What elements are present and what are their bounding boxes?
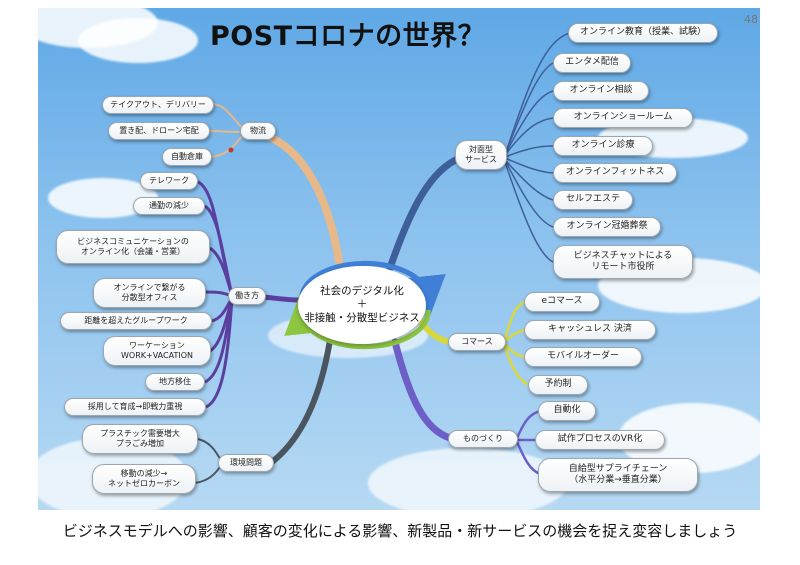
twig: [502, 343, 531, 387]
face-service-item: オンライン冠婚葬祭: [553, 217, 661, 237]
branch-face: [386, 154, 464, 272]
face-service-item: セルフエステ: [553, 190, 633, 210]
slide-caption: ビジネスモデルへの影響、顧客の変化による影響、新製品・新サービスの機会を捉え変容…: [62, 522, 738, 540]
manufacturing-item: 試作プロセスのVR化: [535, 430, 665, 450]
logistics-item: テイクアウト、デリバリー: [102, 96, 214, 114]
branch-environment: [269, 337, 333, 465]
twig: [515, 409, 541, 439]
branch-logistics: [261, 131, 344, 272]
hub-manufacturing: ものづくり: [448, 430, 518, 448]
twig: [205, 297, 234, 409]
work-item: 地方移住: [145, 373, 205, 391]
central-topic-line1: 社会のデジタル化: [320, 284, 404, 297]
commerce-item: eコマース: [524, 292, 600, 312]
face-service-item: オンライン教育（授業、試験）: [568, 23, 718, 43]
work-item: オンラインで繋がる 分散型オフィス: [93, 278, 206, 308]
environment-item: プラスチック需要増大 プラごみ増加: [82, 424, 198, 454]
face-service-item: オンライン診療: [553, 136, 653, 156]
commerce-item: モバイルオーダー: [524, 347, 642, 367]
twig: [209, 130, 245, 133]
twig: [504, 159, 554, 201]
face-service-item: ビジネスチャットによる リモート市役所: [553, 245, 693, 279]
twig: [504, 159, 554, 228]
twig: [502, 300, 527, 343]
manufacturing-item: 自給型サプライチェーン （水平分業→垂直分業）: [538, 458, 698, 492]
work-item: 距離を超えたグループワーク: [60, 312, 212, 330]
commerce-item: 予約制: [528, 375, 588, 395]
work-item: ワーケーション WORK+VACATION: [103, 336, 211, 366]
cloud: [78, 18, 198, 63]
cloud: [368, 448, 568, 510]
face-service-item: オンラインショールーム: [553, 108, 693, 128]
face-service-item: オンラインフィットネス: [553, 163, 677, 183]
logistics-item: 自動倉庫: [162, 148, 212, 166]
hub-commerce: コマース: [448, 333, 506, 351]
twig: [504, 117, 554, 156]
central-topic-plus: ＋: [356, 298, 368, 311]
twig: [209, 246, 234, 297]
work-item: ビジネスコミュニケーションの オンライン化（会議・営業）: [56, 230, 210, 264]
twig: [504, 90, 554, 156]
page-title: POSTコロナの世界？: [210, 21, 486, 52]
cycle-arrow-green: [284, 294, 431, 350]
twig: [212, 103, 245, 131]
work-item: 採用して育成→即戦力重視: [64, 398, 206, 416]
twig: [504, 62, 554, 156]
work-item: 通勤の減少: [133, 197, 205, 215]
twig: [504, 157, 554, 174]
hub-environment: 環境問題: [218, 454, 274, 472]
work-item: テレワーク: [140, 172, 198, 190]
twig: [515, 441, 541, 476]
central-topic: 社会のデジタル化 ＋ 非接触・分散型ビジネス: [298, 266, 426, 344]
twig: [504, 161, 554, 263]
commerce-item: キャッシュレス 決済: [524, 320, 656, 340]
branch-manufacturing: [391, 338, 454, 442]
twig: [504, 32, 571, 156]
hub-face-to-face-services: 対面型 サービス: [455, 140, 507, 170]
red-dot: [228, 147, 234, 153]
environment-item: 移動の減少→ ネットゼロカーボン: [92, 464, 196, 494]
face-service-item: オンライン相談: [553, 81, 649, 101]
manufacturing-item: 自動化: [538, 401, 596, 421]
hub-work: 働き方: [228, 287, 266, 305]
twig: [209, 133, 245, 158]
twig: [504, 145, 554, 158]
hub-logistics: 物流: [240, 122, 276, 140]
central-topic-line2: 非接触・分散型ビジネス: [304, 311, 420, 324]
branch-work: [260, 294, 303, 303]
page-number: 48: [744, 13, 758, 26]
face-service-item: エンタメ配信: [553, 53, 631, 73]
logistics-item: 置き配、ドローン宅配: [108, 122, 210, 140]
